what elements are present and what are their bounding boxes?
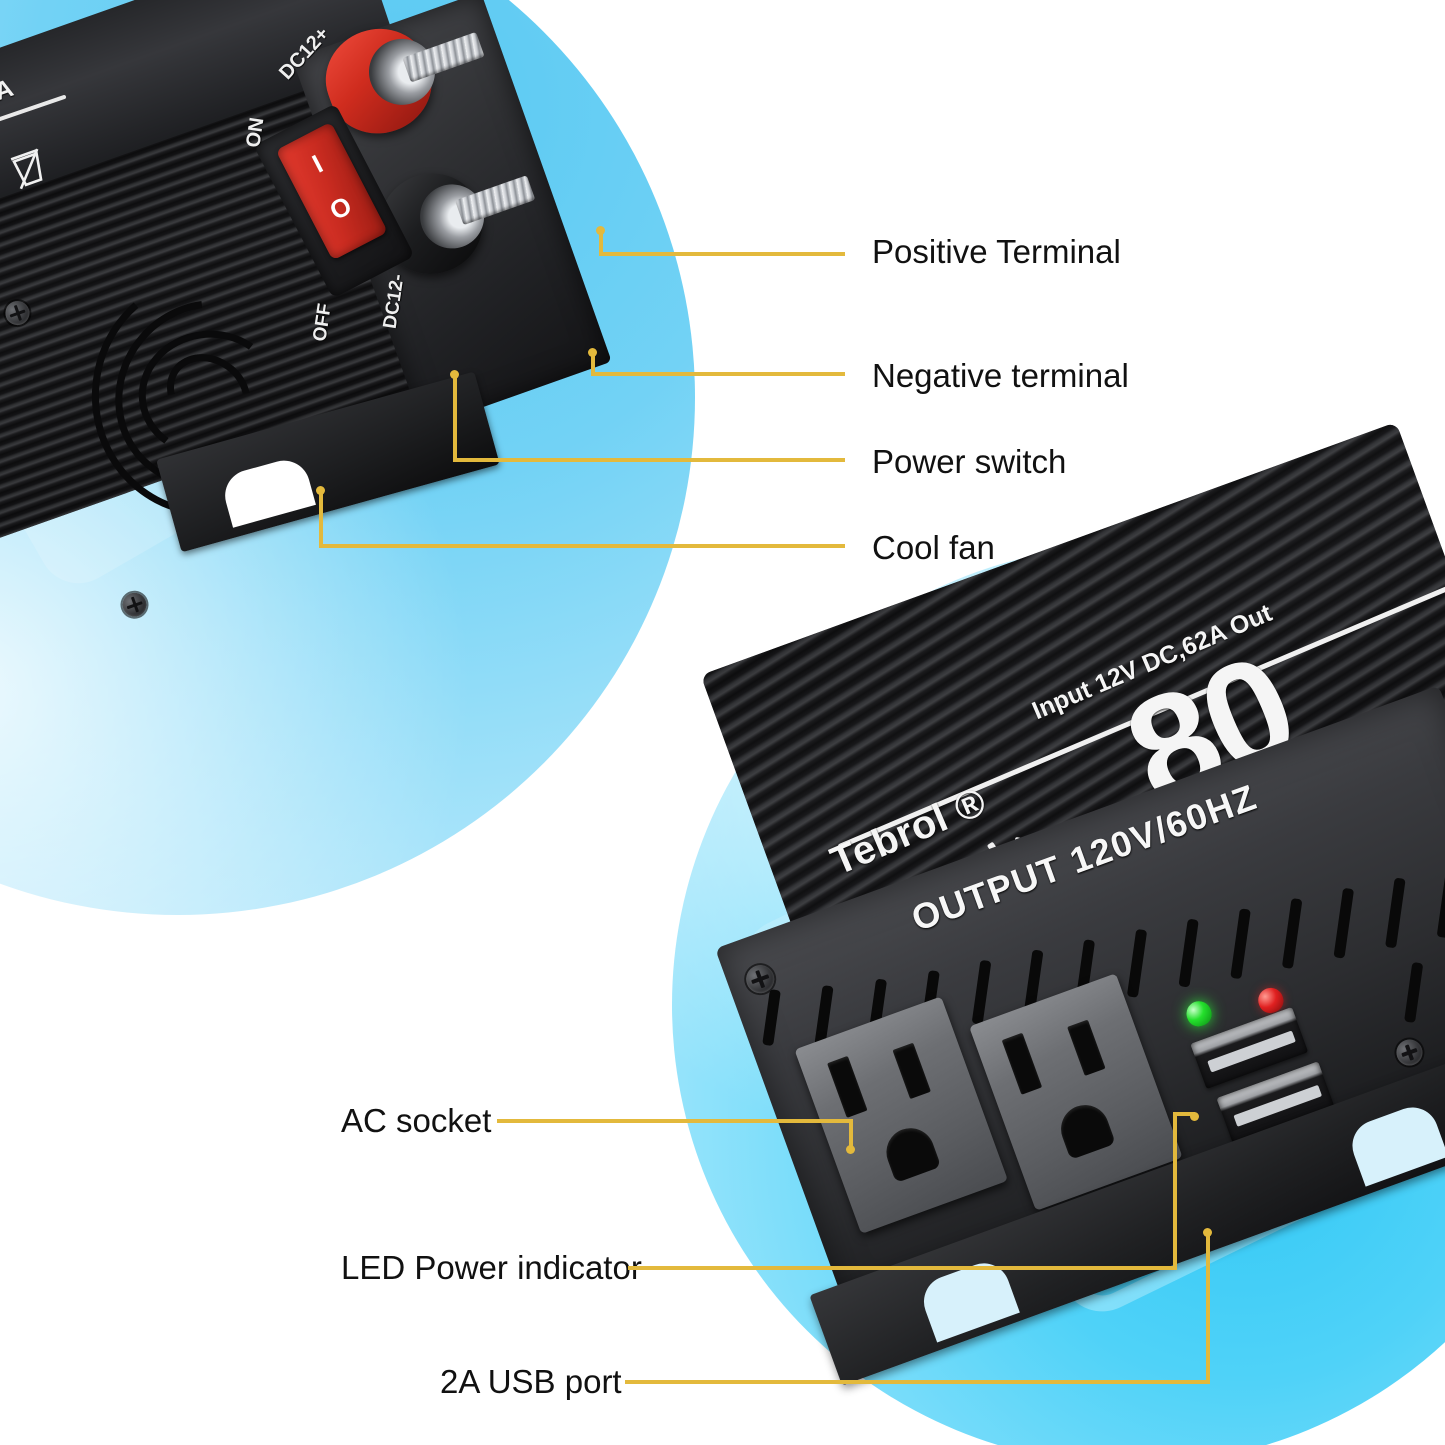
leader-line-negative-terminal [591, 372, 845, 376]
negative-terminal-mark: DC12- [379, 272, 409, 331]
leader-line-usb-port [625, 1380, 1210, 1384]
callout-positive-terminal: Positive Terminal [872, 233, 1121, 270]
leader-line-cool-fan [319, 544, 845, 548]
callout-ac-socket: AC socket [341, 1102, 492, 1139]
positive-terminal-screw [402, 31, 485, 83]
callout-cool-fan: Cool fan [872, 529, 995, 566]
leader-line-ac-socket [497, 1119, 853, 1123]
switch-off-symbol: O [324, 190, 357, 226]
callout-power-switch: Power switch [872, 443, 1067, 480]
inverter-top-face: AC,60HZ USB:5V DC,2.0A FCC RoHS [0, 0, 401, 291]
screw-top-b [119, 589, 150, 621]
leader-line-led-power-indicator [628, 1266, 1177, 1270]
leader-riser-led-power-indicator [1173, 1116, 1177, 1268]
leader-dot-led-power-indicator [1190, 1112, 1199, 1121]
callout-negative-terminal: Negative terminal [872, 357, 1129, 394]
leader-riser-cool-fan [319, 490, 323, 548]
weee-bin-icon [10, 148, 43, 190]
leader-dot-ac-socket [846, 1145, 855, 1154]
callout-led-power-indicator: LED Power indicator [341, 1249, 642, 1286]
callout-usb-port: 2A USB port [440, 1363, 622, 1400]
leader-dot-usb-port [1203, 1228, 1212, 1237]
switch-on-symbol: I [307, 148, 328, 179]
inverter-device-top: AC,60HZ USB:5V DC,2.0A FCC RoHS [0, 0, 782, 884]
switch-on-label: ON [242, 116, 269, 150]
negative-terminal-screw [454, 175, 536, 226]
leader-line-power-switch [453, 458, 845, 462]
leader-riser-usb-port [1206, 1232, 1210, 1382]
leader-line-positive-terminal [599, 252, 845, 256]
leader-riser-power-switch [453, 374, 457, 462]
bracket-slot-top [219, 454, 316, 528]
bracket-slot-bottom-b [1345, 1100, 1445, 1187]
leader-riser-ac-socket [849, 1119, 853, 1149]
leader-riser-negative-terminal [591, 352, 595, 376]
led-power-indicator-green [1182, 997, 1216, 1030]
screw-bottom-b [1392, 1035, 1427, 1070]
leader-connector-led-power-indicator [1173, 1112, 1195, 1116]
leader-riser-positive-terminal [599, 230, 603, 256]
